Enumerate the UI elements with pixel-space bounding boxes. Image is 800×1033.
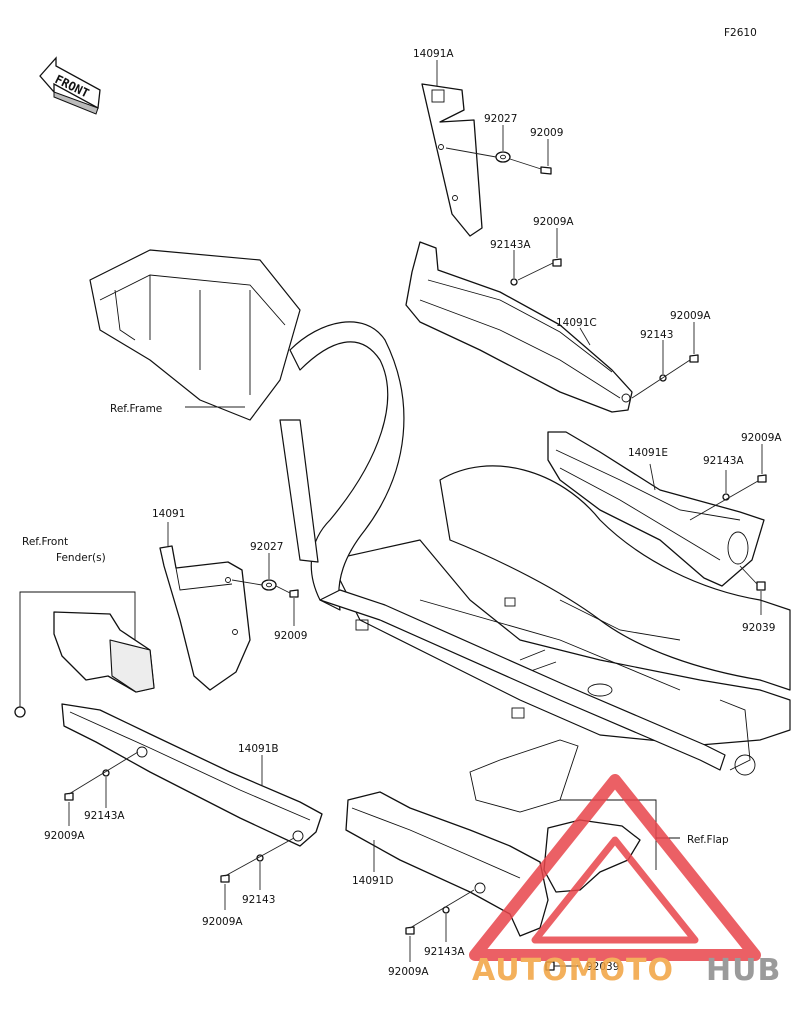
fastener-92143A-4 xyxy=(442,906,450,942)
label-92009A-6: 92009A xyxy=(388,966,429,978)
watermark-logo: AUTOMOTO HUB xyxy=(469,774,781,988)
watermark-text-automoto: AUTOMOTO xyxy=(472,953,674,988)
bolt-92009A-2 xyxy=(631,322,699,399)
fastener-92143A-2 xyxy=(722,470,730,501)
label-92143-2: 92143 xyxy=(242,894,275,906)
label-14091C: 14091C xyxy=(556,317,597,329)
bolt-92009A-4 xyxy=(64,751,139,826)
label-14091B: 14091B xyxy=(238,743,279,755)
front-arrow-icon: FRONT xyxy=(39,56,101,115)
part-14091A xyxy=(421,60,483,237)
bolt-92039-2 xyxy=(545,961,580,971)
part-14091E xyxy=(547,431,765,587)
fastener-92143A-3 xyxy=(102,769,110,808)
part-14091C xyxy=(405,241,633,413)
label-14091: 14091 xyxy=(152,508,185,520)
label-92009A-3: 92009A xyxy=(741,432,782,444)
part-14091 xyxy=(159,522,251,691)
label-92143-1: 92143 xyxy=(640,329,673,341)
washer-92027-top xyxy=(445,125,511,163)
label-ref-flap: Ref.Flap xyxy=(687,834,729,846)
bolt-92009A-1 xyxy=(517,228,562,281)
watermark-triangle-icon xyxy=(469,774,761,961)
label-92143A-2: 92143A xyxy=(703,455,744,467)
bolt-92009A-3 xyxy=(689,444,767,521)
label-92009-top: 92009 xyxy=(530,127,563,139)
label-92009A-5: 92009A xyxy=(202,916,243,928)
label-14091E: 14091E xyxy=(628,447,668,459)
part-14091D xyxy=(345,791,549,937)
fastener-92143-2 xyxy=(256,854,264,890)
diagram-id: F2610 xyxy=(724,27,757,39)
label-92009-mid: 92009 xyxy=(274,630,307,642)
fastener-92143A-1 xyxy=(510,250,518,286)
fastener-92143-1 xyxy=(659,340,667,382)
label-92027-top: 92027 xyxy=(484,113,517,125)
label-ref-front: Ref.Front xyxy=(22,536,68,548)
bolt-92009A-6 xyxy=(405,889,475,962)
ref-front-fender-box xyxy=(14,591,155,718)
label-92143A-4: 92143A xyxy=(424,946,465,958)
part-14091B xyxy=(61,703,323,847)
label-92143A-1: 92143A xyxy=(490,239,531,251)
bolt-92009A-5 xyxy=(220,837,295,910)
bolt-92039-1 xyxy=(739,565,766,615)
label-ref-frame: Ref.Frame xyxy=(110,403,162,415)
frame-assembly xyxy=(89,249,791,776)
bolt-92009-top xyxy=(509,139,552,175)
bolt-92009-mid xyxy=(275,585,299,626)
watermark-text-hub: HUB xyxy=(706,953,781,988)
label-92039-1: 92039 xyxy=(742,622,775,634)
label-fender: Fender(s) xyxy=(56,552,106,564)
label-92027-mid: 92027 xyxy=(250,541,283,553)
label-92143A-3: 92143A xyxy=(84,810,125,822)
washer-92027-mid xyxy=(231,553,277,591)
label-92009A-4: 92009A xyxy=(44,830,85,842)
label-14091A: 14091A xyxy=(413,48,454,60)
label-92009A-2: 92009A xyxy=(670,310,711,322)
label-92039-2: 92039 xyxy=(586,961,619,973)
label-14091D: 14091D xyxy=(352,875,394,887)
label-92009A-1: 92009A xyxy=(533,216,574,228)
